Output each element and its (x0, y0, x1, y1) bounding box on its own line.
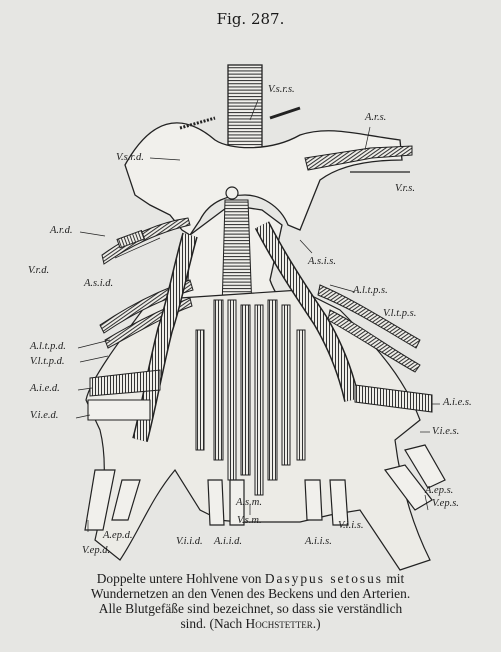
suprarenal-vessel-left (180, 118, 215, 128)
caption-line-1-c: mit (383, 571, 404, 586)
caption-line-1-a: Doppelte untere Hohlvene von (97, 571, 265, 586)
label-aied-left: A.i.e.d. (30, 383, 60, 394)
label-ard: A.r.d. (50, 225, 72, 236)
caption-author: Hochstetter (246, 616, 313, 631)
label-asis: A.s.i.s. (308, 256, 336, 267)
caption-line-4-a: sind. (Nach (180, 616, 245, 631)
caption-species-name: Dasypus setosus (265, 571, 383, 586)
external-iliac-vein-left (88, 400, 150, 420)
label-ars: A.r.s. (365, 112, 386, 123)
label-vsrs: V.s.r.s. (268, 84, 295, 95)
label-vsm: V.s.m. (237, 515, 262, 526)
label-altpd: A.l.t.p.d. (30, 341, 66, 352)
caption-line-3: Alle Blutgefäße sind bezeichnet, so dass… (14, 601, 487, 616)
caption-line-4-c: .) (313, 616, 321, 631)
caption-line-2: Wundernetzen an den Venen des Beckens un… (14, 586, 487, 601)
caption-line-1: Doppelte untere Hohlvene von Dasypus set… (14, 571, 487, 586)
label-asm: A.s.m. (236, 497, 262, 508)
label-viis: V.i.i.s. (338, 520, 363, 531)
vena-cava-upper (228, 65, 262, 157)
label-aiis: A.i.i.s. (305, 536, 332, 547)
label-vsrd: V.s.r.d. (116, 152, 144, 163)
label-asid: A.s.i.d. (84, 278, 113, 289)
label-aiid: A.i.i.d. (214, 536, 242, 547)
label-viid: V.i.i.d. (176, 536, 203, 547)
label-aepd: A.ep.d. (103, 530, 132, 541)
label-vied: V.i.e.d. (30, 410, 58, 421)
label-veps: V.ep.s. (432, 498, 459, 509)
label-vrs: V.r.s. (395, 183, 415, 194)
label-vepd: V.ep.d. (82, 545, 110, 556)
label-vies: V.i.e.s. (432, 426, 459, 437)
label-vltpd: V.l.t.p.d. (30, 356, 65, 367)
vessel-stump (226, 187, 238, 199)
caption-line-4: sind. (Nach Hochstetter.) (14, 616, 487, 631)
label-altps: A.l.t.p.s. (353, 285, 388, 296)
label-aeps: A.ep.s. (425, 485, 453, 496)
figure-caption: Doppelte untere Hohlvene von Dasypus set… (14, 571, 487, 631)
suprarenal-vessel-right (270, 108, 300, 118)
label-vltps: V.l.t.p.s. (383, 308, 416, 319)
label-vrd: V.r.d. (28, 265, 49, 276)
label-aies: A.i.e.s. (443, 397, 472, 408)
